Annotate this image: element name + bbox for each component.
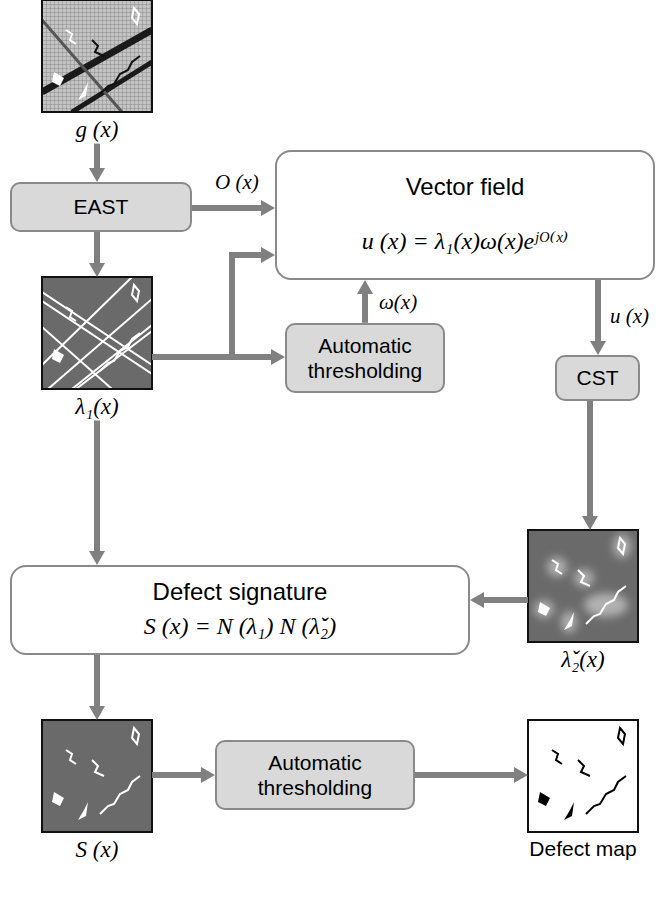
edge-label: ω(x) — [376, 290, 420, 314]
image-ground — [42, 720, 152, 832]
node-title: Vector field — [406, 173, 525, 202]
flow-arrow — [94, 144, 100, 168]
image-frame — [42, 720, 152, 832]
image-caption: λ̌₂(x) — [498, 646, 666, 674]
defect — [132, 8, 139, 24]
image-caption: λ₁(x) — [12, 393, 182, 421]
defect — [538, 602, 550, 616]
node-title: EAST — [74, 194, 129, 219]
flow-arrow — [152, 772, 201, 778]
image-ground — [528, 720, 638, 832]
node-text: u (x) = λ₁(x)ω(x)eʲᴼ⁽ˣ⁾ — [362, 226, 568, 257]
image-panel: Defect map — [528, 720, 638, 861]
defect — [564, 802, 574, 820]
defect — [92, 40, 104, 56]
defect — [100, 776, 140, 814]
flow-arrow — [152, 354, 271, 360]
image-ground — [528, 530, 638, 642]
defect — [132, 728, 139, 744]
defect — [52, 349, 64, 363]
defect — [552, 560, 562, 574]
line-response-image — [42, 277, 152, 389]
flow-arrow — [94, 421, 100, 551]
flow-arrow — [152, 255, 261, 357]
defect — [618, 538, 625, 554]
line-feature — [42, 277, 152, 389]
edge-label: u (x) — [607, 304, 652, 328]
defect — [52, 792, 64, 806]
input-image — [42, 0, 152, 112]
defect — [78, 802, 88, 820]
process-box: CST — [555, 355, 640, 401]
flow-arrow — [192, 205, 261, 211]
blur-halo — [534, 534, 631, 633]
node-title: Automatic thresholding — [293, 333, 437, 383]
defect — [618, 728, 625, 744]
image-frame — [528, 720, 638, 832]
process-box: Automatic thresholding — [285, 323, 445, 393]
edge-label: O (x) — [212, 170, 262, 194]
defect — [66, 750, 76, 764]
defect — [578, 760, 590, 776]
texture — [42, 0, 152, 112]
image-caption: Defect map — [498, 836, 666, 861]
flow-arrow — [484, 597, 528, 603]
image-frame — [42, 0, 152, 112]
node-title: Defect signature — [153, 578, 328, 607]
defect — [586, 586, 626, 624]
formula-box: Vector field u (x) = λ₁(x)ω(x)eʲᴼ⁽ˣ⁾ — [275, 150, 655, 280]
cst-response-image — [528, 530, 638, 642]
flow-arrow — [587, 401, 593, 516]
defect — [132, 285, 139, 301]
node-text: S (x) = N (λ₁) N (λ̌₂) — [144, 611, 336, 642]
defect — [66, 30, 76, 44]
defect — [78, 82, 88, 100]
node-title: Automatic thresholding — [223, 750, 407, 800]
flow-arrow — [415, 772, 514, 778]
image-panel: g (x) — [42, 0, 152, 144]
image-frame — [528, 530, 638, 642]
defect-map-image — [528, 720, 638, 832]
defect — [52, 72, 64, 86]
flow-arrow — [94, 232, 100, 263]
defect — [552, 750, 562, 764]
defect — [586, 776, 626, 814]
process-box: EAST — [10, 182, 192, 232]
image-frame — [42, 277, 152, 389]
formula-box: Defect signature S (x) = N (λ₁) N (λ̌₂) — [10, 565, 470, 655]
signature-image — [42, 720, 152, 832]
defect — [538, 792, 550, 806]
image-caption: g (x) — [12, 116, 182, 144]
defect — [66, 307, 76, 321]
defect — [100, 333, 140, 371]
flow-arrow — [595, 280, 601, 341]
defect — [92, 760, 104, 776]
dark-band — [42, 20, 122, 112]
image-panel: S (x) — [42, 720, 152, 864]
process-box: Automatic thresholding — [215, 740, 415, 810]
image-ground — [42, 277, 152, 389]
flow-arrow — [362, 294, 368, 323]
defect — [564, 612, 574, 630]
image-caption: S (x) — [12, 836, 182, 864]
node-title: CST — [577, 365, 619, 390]
image-panel: λ̌₂(x) — [528, 530, 638, 674]
flow-arrow — [94, 655, 100, 706]
defect — [100, 56, 140, 94]
defect — [578, 570, 590, 586]
image-panel: λ₁(x) — [42, 277, 152, 421]
